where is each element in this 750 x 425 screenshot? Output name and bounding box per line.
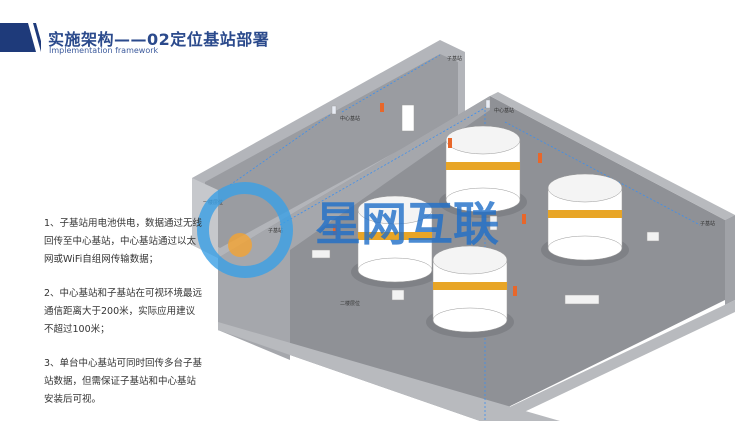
watermark-logo: 星网互联 xyxy=(197,182,499,278)
tank xyxy=(541,173,629,266)
tank xyxy=(426,245,514,338)
label-floor-2: 二楼层位 xyxy=(340,300,360,307)
page-title: 实施架构——02定位基站部署 xyxy=(48,30,270,49)
door xyxy=(401,104,415,132)
description-text: 1、子基站用电池供电，数据通过无线回传至中心基站，中心基站通过以太网或WiFi自… xyxy=(44,215,204,425)
label-center-station-top: 中心基站 xyxy=(340,115,360,122)
equipment-boxes xyxy=(311,215,660,305)
page-subtitle: Implementation framework xyxy=(49,46,159,55)
label-sub-station-left: 子基站 xyxy=(268,227,283,234)
watermark-text: 星网互联 xyxy=(315,197,499,251)
header-banner-stripe xyxy=(33,23,41,52)
center-station-main-device xyxy=(485,99,491,109)
description-item-2: 2、中心基站和子基站在可视环境最远通信距离大于200米，实际应用建议不超过100… xyxy=(44,288,203,335)
workers xyxy=(333,103,542,296)
tank xyxy=(439,125,527,218)
description-item-1: 1、子基站用电池供电，数据通过无线回传至中心基站，中心基站通过以太网或WiFi自… xyxy=(44,218,203,265)
label-center-station-main: 中心基站 xyxy=(494,107,514,114)
label-sub-station-right: 子基站 xyxy=(700,220,715,227)
tank xyxy=(351,195,439,288)
label-sub-station-top: 子基站 xyxy=(447,55,462,62)
description-item-3: 3、单台中心基站可同时回传多台子基站数据，但需保证子基站和中心基站安装后可视。 xyxy=(44,358,203,405)
storage-tanks xyxy=(351,125,629,338)
signal-lines xyxy=(229,54,701,421)
center-station-top-device xyxy=(331,105,337,115)
main-inner-wall xyxy=(218,96,490,360)
